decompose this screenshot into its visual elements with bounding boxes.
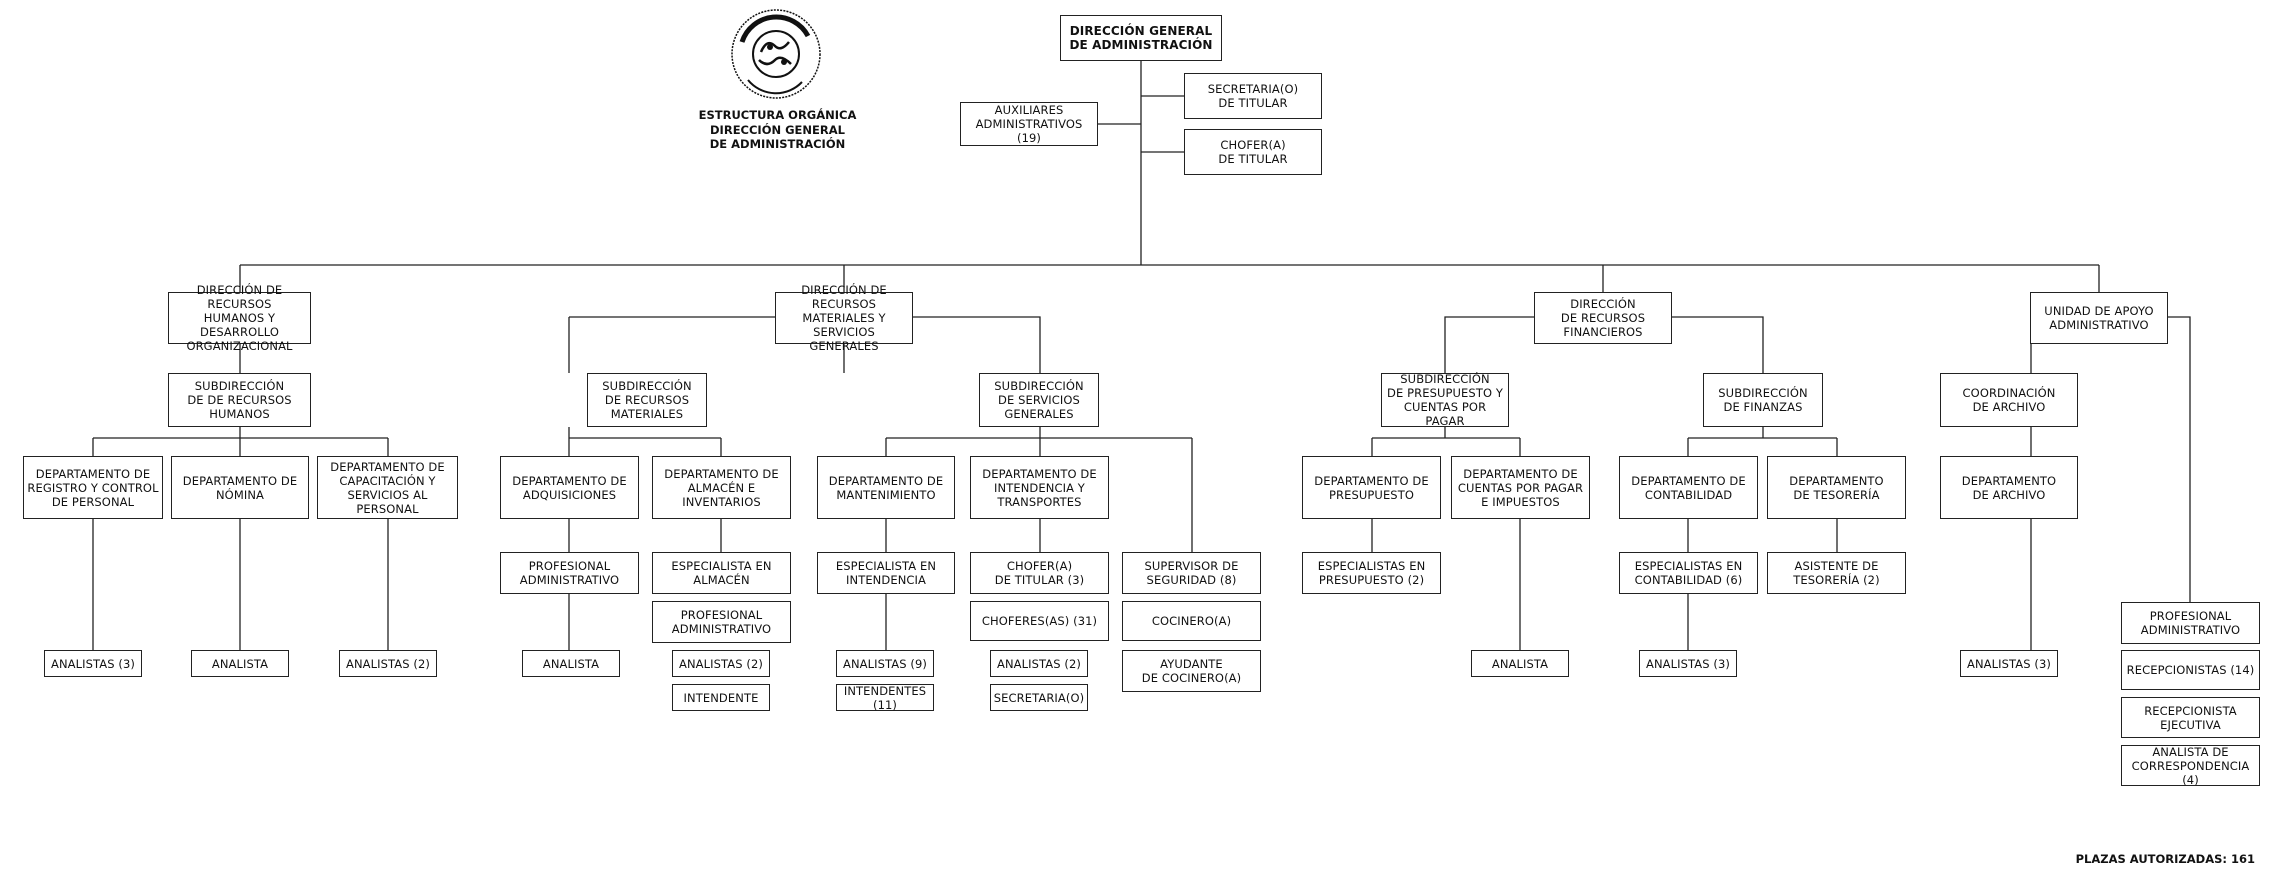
node-sub-servicios-generales: SUBDIRECCIÓN DE SERVICIOS GENERALES [979, 373, 1099, 427]
node-recepcionista-ejecutiva: RECEPCIONISTA EJECUTIVA [2121, 697, 2260, 738]
node-sub-recursos-materiales: SUBDIRECCIÓN DE RECURSOS MATERIALES [587, 373, 707, 427]
node-dir-recursos-humanos: DIRECCIÓN DE RECURSOS HUMANOS Y DESARROL… [168, 283, 311, 353]
node-profesional-adquisiciones: PROFESIONAL ADMINISTRATIVO [500, 552, 639, 594]
node-analistas-contabilidad: ANALISTAS (3) [1639, 650, 1737, 677]
node-secretaria-intendencia: SECRETARIA(O) [990, 684, 1088, 711]
node-depto-cuentas-por-pagar: DEPARTAMENTO DE CUENTAS POR PAGAR E IMPU… [1451, 456, 1590, 519]
node-cocinero: COCINERO(A) [1122, 601, 1261, 641]
node-ayudante-cocinero: AYUDANTE DE COCINERO(A) [1122, 650, 1261, 692]
node-analista-adquisiciones: ANALISTA [522, 650, 620, 677]
node-supervisor-seguridad: SUPERVISOR DE SEGURIDAD (8) [1122, 552, 1261, 594]
node-chofer-titular: CHOFER(A) DE TITULAR [1184, 129, 1322, 175]
node-depto-tesoreria: DEPARTAMENTO DE TESORERÍA [1767, 456, 1906, 519]
node-dir-recursos-financieros: DIRECCIÓN DE RECURSOS FINANCIEROS [1534, 292, 1672, 344]
node-analistas-registro: ANALISTAS (3) [44, 650, 142, 677]
node-intendente-almacen: INTENDENTE [672, 684, 770, 711]
cdhdf-logo [731, 9, 821, 99]
chart-title: ESTRUCTURA ORGÁNICA DIRECCIÓN GENERAL DE… [698, 108, 857, 151]
node-auxiliares: AUXILIARES ADMINISTRATIVOS (19) [960, 102, 1098, 146]
node-depto-capacitacion: DEPARTAMENTO DE CAPACITACIÓN Y SERVICIOS… [317, 456, 458, 519]
node-depto-presupuesto: DEPARTAMENTO DE PRESUPUESTO [1302, 456, 1441, 519]
node-depto-mantenimiento: DEPARTAMENTO DE MANTENIMIENTO [817, 456, 955, 519]
node-direccion-general: DIRECCIÓN GENERAL DE ADMINISTRACIÓN [1060, 15, 1222, 61]
node-profesional-uaa: PROFESIONAL ADMINISTRATIVO [2121, 602, 2260, 644]
node-especialistas-presupuesto: ESPECIALISTAS EN PRESUPUESTO (2) [1302, 552, 1441, 594]
node-especialista-almacen: ESPECIALISTA EN ALMACÉN [652, 552, 791, 594]
node-analistas-capacitacion: ANALISTAS (2) [339, 650, 437, 677]
node-sub-finanzas: SUBDIRECCIÓN DE FINANZAS [1703, 373, 1823, 427]
node-depto-contabilidad: DEPARTAMENTO DE CONTABILIDAD [1619, 456, 1758, 519]
node-analistas-archivo: ANALISTAS (3) [1960, 650, 2058, 677]
node-recepcionistas: RECEPCIONISTAS (14) [2121, 650, 2260, 690]
node-analistas-intendencia: ANALISTAS (2) [990, 650, 1088, 677]
node-analista-nomina: ANALISTA [191, 650, 289, 677]
node-depto-almacen: DEPARTAMENTO DE ALMACÉN E INVENTARIOS [652, 456, 791, 519]
node-depto-nomina: DEPARTAMENTO DE NÓMINA [171, 456, 309, 519]
node-depto-adquisiciones: DEPARTAMENTO DE ADQUISICIONES [500, 456, 639, 519]
node-chofer-intendencia: CHOFER(A) DE TITULAR (3) [970, 552, 1109, 594]
node-asistente-tesoreria: ASISTENTE DE TESORERÍA (2) [1767, 552, 1906, 594]
node-depto-registro-control: DEPARTAMENTO DE REGISTRO Y CONTROL DE PE… [23, 456, 163, 519]
node-profesional-almacen: PROFESIONAL ADMINISTRATIVO [652, 601, 791, 643]
node-unidad-apoyo: UNIDAD DE APOYO ADMINISTRATIVO [2030, 292, 2168, 344]
node-dir-recursos-materiales: DIRECCIÓN DE RECURSOS MATERIALES Y SERVI… [775, 283, 913, 353]
node-depto-archivo: DEPARTAMENTO DE ARCHIVO [1940, 456, 2078, 519]
node-intendentes-mantenimiento: INTENDENTES (11) [836, 684, 934, 712]
node-depto-intendencia: DEPARTAMENTO DE INTENDENCIA Y TRANSPORTE… [970, 456, 1109, 519]
node-analistas-almacen: ANALISTAS (2) [672, 650, 770, 677]
node-sub-recursos-humanos: SUBDIRECCIÓN DE DE RECURSOS HUMANOS [168, 373, 311, 427]
node-choferes-intendencia: CHOFERES(AS) (31) [970, 601, 1109, 641]
node-analista-correspondencia: ANALISTA DE CORRESPONDENCIA (4) [2121, 745, 2260, 787]
node-especialistas-contabilidad: ESPECIALISTAS EN CONTABILIDAD (6) [1619, 552, 1758, 594]
node-sub-presupuesto: SUBDIRECCIÓN DE PRESUPUESTO Y CUENTAS PO… [1381, 372, 1509, 428]
node-analistas-mantenimiento: ANALISTAS (9) [836, 650, 934, 677]
node-analista-cuentas: ANALISTA [1471, 650, 1569, 677]
total-positions: PLAZAS AUTORIZADAS: 161 [2075, 852, 2255, 866]
node-especialista-intendencia: ESPECIALISTA EN INTENDENCIA [817, 552, 955, 594]
node-coord-archivo: COORDINACIÓN DE ARCHIVO [1940, 373, 2078, 427]
node-secretaria-titular: SECRETARIA(O) DE TITULAR [1184, 73, 1322, 119]
